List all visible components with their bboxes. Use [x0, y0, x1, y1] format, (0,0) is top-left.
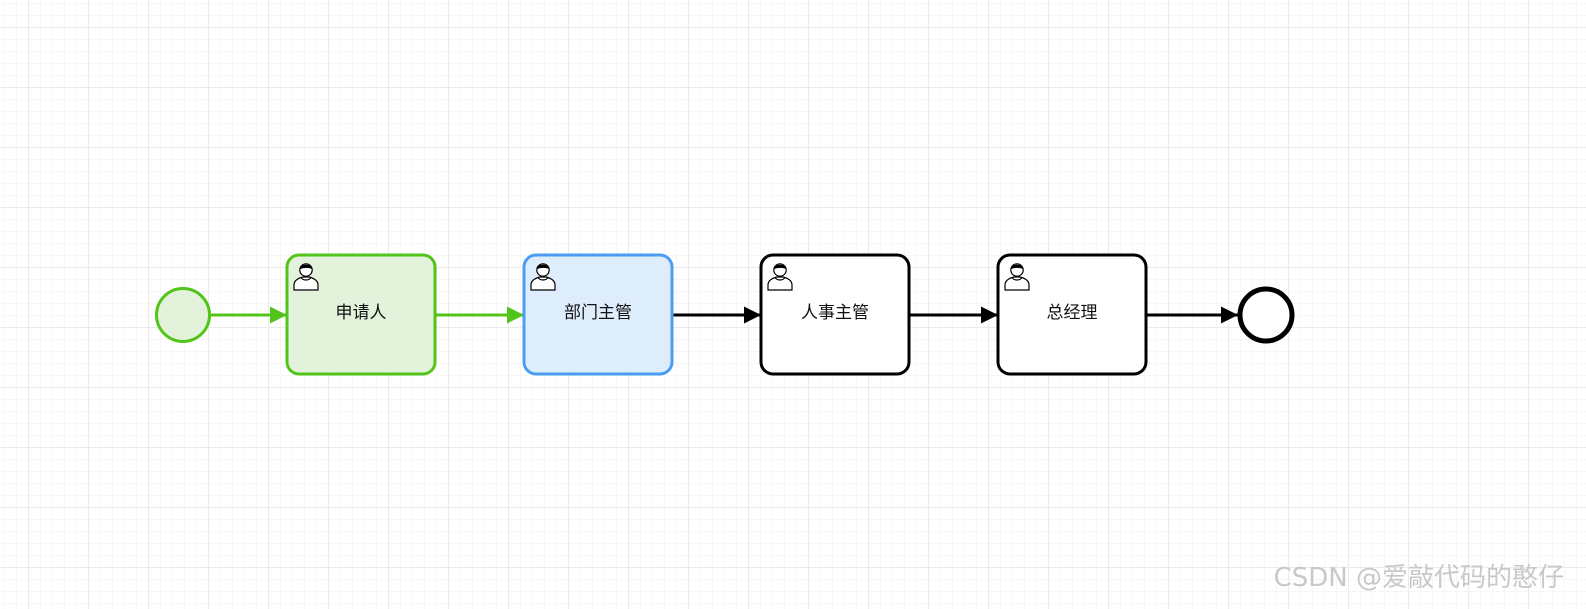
task-dept-manager[interactable]: [522, 253, 674, 376]
user-icon: [767, 263, 793, 291]
task-applicant[interactable]: [285, 253, 437, 376]
end-event[interactable]: [1237, 286, 1295, 344]
start-event[interactable]: [155, 287, 211, 343]
task-label-general-manager: 总经理: [1046, 303, 1098, 323]
task-label-dept-manager: 部门主管: [564, 303, 632, 323]
user-icon: [1004, 263, 1030, 291]
task-label-hr-manager: 人事主管: [801, 303, 869, 323]
watermark: CSDN @爱敲代码的憨仔: [1273, 563, 1564, 593]
user-icon: [293, 263, 319, 291]
task-label-applicant: 申请人: [335, 303, 387, 323]
user-icon: [530, 263, 556, 291]
task-general-manager[interactable]: [996, 253, 1148, 376]
task-hr-manager[interactable]: [759, 253, 911, 376]
